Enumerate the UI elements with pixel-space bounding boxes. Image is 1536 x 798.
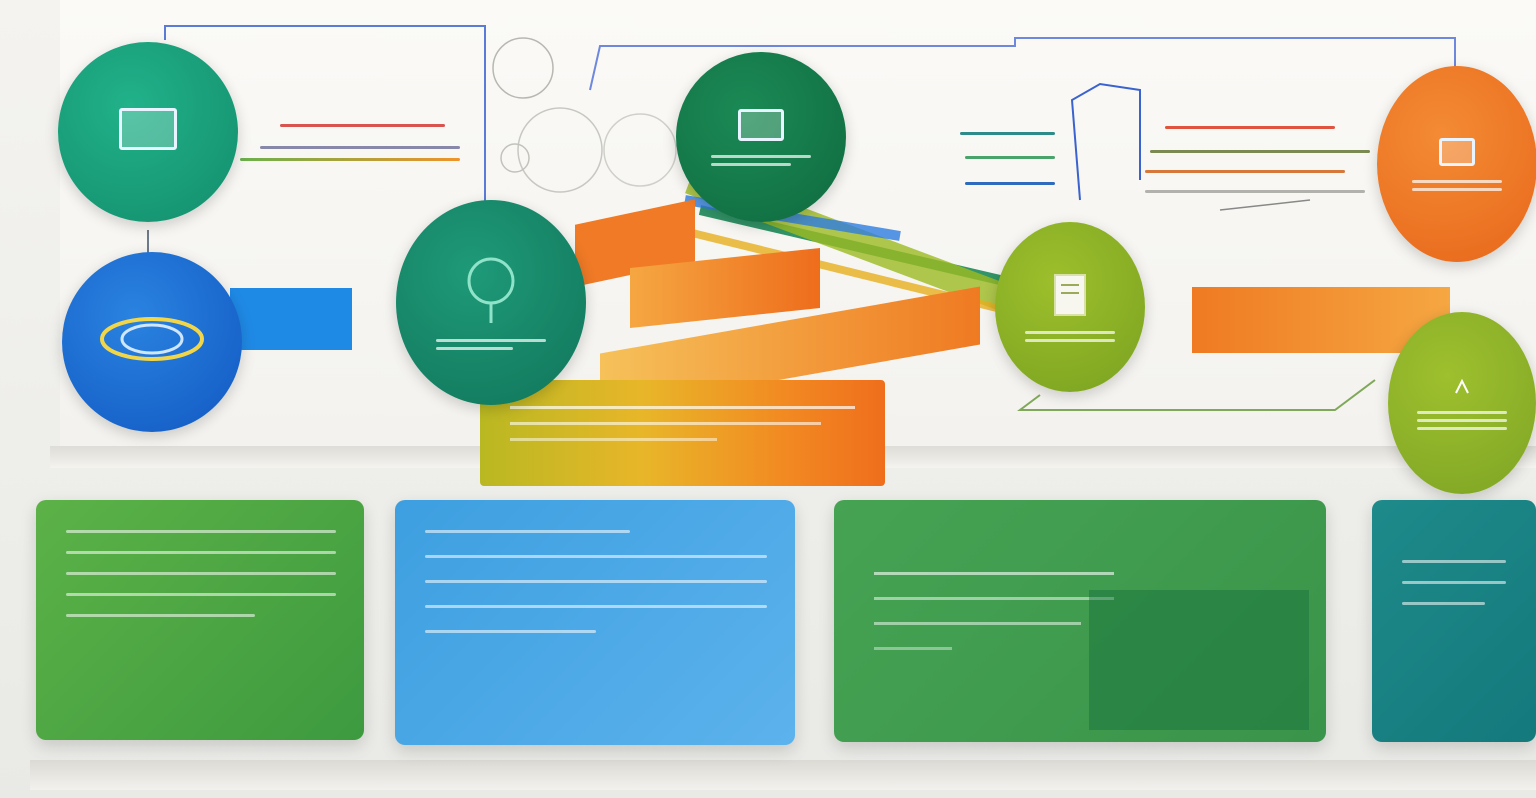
note-line: [965, 182, 1055, 185]
node-network[interactable]: [62, 252, 242, 432]
monitor-icon: [119, 108, 177, 150]
node-tree[interactable]: [396, 200, 586, 405]
chart-icon: [1455, 378, 1469, 393]
node-computer[interactable]: [58, 42, 238, 222]
note-line: [1145, 170, 1345, 173]
globe-icon: [100, 317, 204, 361]
note-line: [960, 132, 1055, 135]
note-line: [1150, 150, 1370, 153]
node-document[interactable]: [995, 222, 1145, 392]
note-line: [1165, 126, 1335, 129]
image-icon: [1439, 137, 1475, 166]
note-line: [1145, 190, 1365, 193]
monitor-icon: [738, 108, 784, 141]
document-icon: [1054, 273, 1086, 316]
panel-teal[interactable]: [1372, 500, 1536, 742]
note-line: [240, 158, 460, 161]
node-chart[interactable]: [1388, 312, 1536, 494]
panel-green[interactable]: [36, 500, 364, 740]
node-monitor[interactable]: [676, 52, 846, 222]
note-line: [260, 146, 460, 149]
note-line: [965, 156, 1055, 159]
ribbon-main: [480, 380, 885, 486]
node-image[interactable]: [1377, 66, 1536, 262]
blue-tag: [230, 288, 352, 350]
tree-icon: [467, 257, 515, 323]
panel-blue[interactable]: [395, 500, 795, 745]
panel-dashboard[interactable]: [834, 500, 1326, 742]
note-line: [280, 124, 445, 127]
bottom-shelf: [30, 760, 1536, 790]
